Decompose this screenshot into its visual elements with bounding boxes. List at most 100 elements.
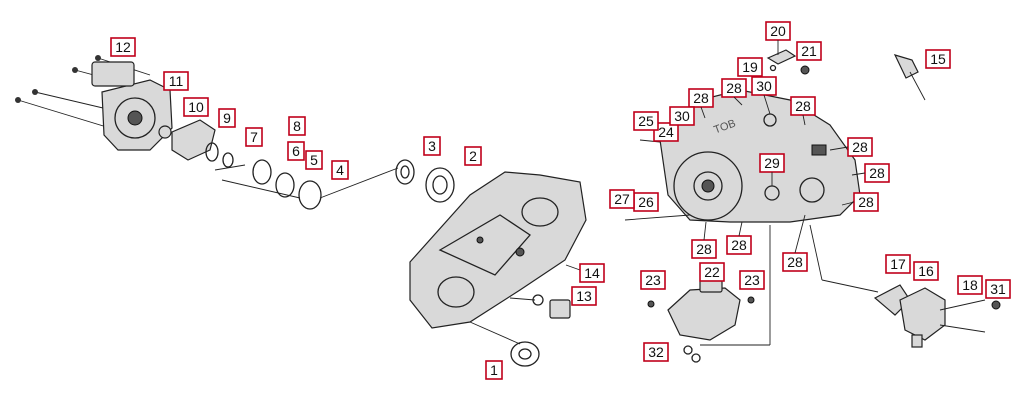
callout-9: 9 bbox=[218, 108, 236, 128]
callout-4-text: 4 bbox=[336, 162, 344, 178]
callout-7: 7 bbox=[245, 127, 263, 147]
callout-1: 1 bbox=[485, 360, 503, 380]
callout-24-text: 24 bbox=[658, 124, 674, 140]
callout-6-text: 6 bbox=[292, 143, 300, 159]
callout-30a-text: 30 bbox=[756, 78, 772, 94]
callout-15: 15 bbox=[925, 49, 951, 69]
callout-4: 4 bbox=[331, 160, 349, 180]
callout-16-text: 16 bbox=[918, 263, 934, 279]
callout-leaders bbox=[700, 40, 866, 254]
callout-23a-text: 23 bbox=[645, 272, 661, 288]
callout-30a: 30 bbox=[751, 76, 777, 96]
callout-23b-text: 23 bbox=[744, 272, 760, 288]
callout-25-text: 25 bbox=[638, 113, 654, 129]
callout-28a: 28 bbox=[688, 88, 714, 108]
callout-20-text: 20 bbox=[770, 23, 786, 39]
callout-7-text: 7 bbox=[250, 129, 258, 145]
pump-housing-11 bbox=[91, 61, 173, 151]
callout-28i: 28 bbox=[782, 252, 808, 272]
callout-27: 27 bbox=[609, 189, 635, 209]
callout-30b: 30 bbox=[669, 106, 695, 126]
callout-2-text: 2 bbox=[469, 148, 477, 164]
callout-3: 3 bbox=[423, 136, 441, 156]
callout-18-text: 18 bbox=[962, 277, 978, 293]
callout-28i-text: 28 bbox=[787, 254, 803, 270]
callout-10: 10 bbox=[183, 97, 209, 117]
callout-5: 5 bbox=[305, 150, 323, 170]
callout-14-text: 14 bbox=[584, 265, 600, 281]
callout-19-text: 19 bbox=[742, 59, 758, 75]
callout-28f: 28 bbox=[853, 192, 879, 212]
callout-1-text: 1 bbox=[490, 362, 498, 378]
callout-28b: 28 bbox=[721, 78, 747, 98]
callout-28e: 28 bbox=[864, 163, 890, 183]
callout-15-text: 15 bbox=[930, 51, 946, 67]
callout-28d-text: 28 bbox=[852, 139, 868, 155]
callout-22: 22 bbox=[699, 262, 725, 282]
callout-28d: 28 bbox=[847, 137, 873, 157]
callout-32: 32 bbox=[643, 342, 669, 362]
bearing-3 bbox=[319, 159, 415, 199]
callout-17: 17 bbox=[885, 254, 911, 274]
callout-23b: 23 bbox=[739, 270, 765, 290]
callout-31-text: 31 bbox=[990, 281, 1006, 297]
callout-18: 18 bbox=[957, 275, 983, 295]
callout-30b-text: 30 bbox=[674, 108, 690, 124]
callout-28c: 28 bbox=[790, 96, 816, 116]
callout-28h: 28 bbox=[726, 235, 752, 255]
bolt-set-12 bbox=[15, 55, 151, 129]
callout-12: 12 bbox=[110, 37, 136, 57]
callout-17-text: 17 bbox=[890, 256, 906, 272]
callout-10-text: 10 bbox=[188, 99, 204, 115]
callout-26: 26 bbox=[633, 192, 659, 212]
callout-28a-text: 28 bbox=[693, 90, 709, 106]
callout-3-text: 3 bbox=[428, 138, 436, 154]
callout-21-text: 21 bbox=[801, 43, 817, 59]
callout-24: 24 bbox=[653, 122, 679, 142]
callout-27-text: 27 bbox=[614, 191, 630, 207]
callout-2: 2 bbox=[464, 146, 482, 166]
callout-13-text: 13 bbox=[576, 288, 592, 304]
callout-28g: 28 bbox=[691, 239, 717, 259]
callout-9-text: 9 bbox=[223, 110, 231, 126]
callout-6: 6 bbox=[287, 141, 305, 161]
callout-29-text: 29 bbox=[764, 155, 780, 171]
clutch-cover: TOB bbox=[624, 89, 861, 223]
callout-28b-text: 28 bbox=[726, 80, 742, 96]
callout-12-text: 12 bbox=[115, 39, 131, 55]
sensor-13-14 bbox=[509, 264, 581, 319]
callout-22-text: 22 bbox=[704, 264, 720, 280]
callout-25: 25 bbox=[633, 111, 659, 131]
callout-21: 21 bbox=[796, 41, 822, 61]
pump-16-18-31 bbox=[809, 224, 1001, 348]
bearing-2 bbox=[425, 167, 455, 203]
shaft-seals-4-8 bbox=[214, 152, 322, 210]
callout-32-text: 32 bbox=[648, 344, 664, 360]
callout-8: 8 bbox=[288, 116, 306, 136]
callout-28f-text: 28 bbox=[858, 194, 874, 210]
sensor-15 bbox=[893, 54, 926, 101]
callout-26-text: 26 bbox=[638, 194, 654, 210]
callout-14: 14 bbox=[579, 263, 605, 283]
crankcase bbox=[409, 171, 587, 329]
callout-31: 31 bbox=[985, 279, 1011, 299]
callout-28c-text: 28 bbox=[795, 98, 811, 114]
callout-20: 20 bbox=[765, 21, 791, 41]
callout-23a: 23 bbox=[640, 270, 666, 290]
callout-5-text: 5 bbox=[310, 152, 318, 168]
cover-22-32 bbox=[647, 225, 771, 363]
callout-19: 19 bbox=[737, 57, 763, 77]
callout-28g-text: 28 bbox=[696, 241, 712, 257]
impeller-10-9 bbox=[158, 119, 219, 162]
callout-29: 29 bbox=[759, 153, 785, 173]
callout-11: 11 bbox=[163, 71, 189, 91]
bracket-19-21 bbox=[766, 49, 810, 75]
callout-11-text: 11 bbox=[169, 73, 184, 89]
callout-13: 13 bbox=[571, 286, 597, 306]
callout-16: 16 bbox=[913, 261, 939, 281]
callout-8-text: 8 bbox=[293, 118, 301, 134]
callout-28h-text: 28 bbox=[731, 237, 747, 253]
callout-28e-text: 28 bbox=[869, 165, 885, 181]
bearing-1 bbox=[469, 321, 540, 367]
